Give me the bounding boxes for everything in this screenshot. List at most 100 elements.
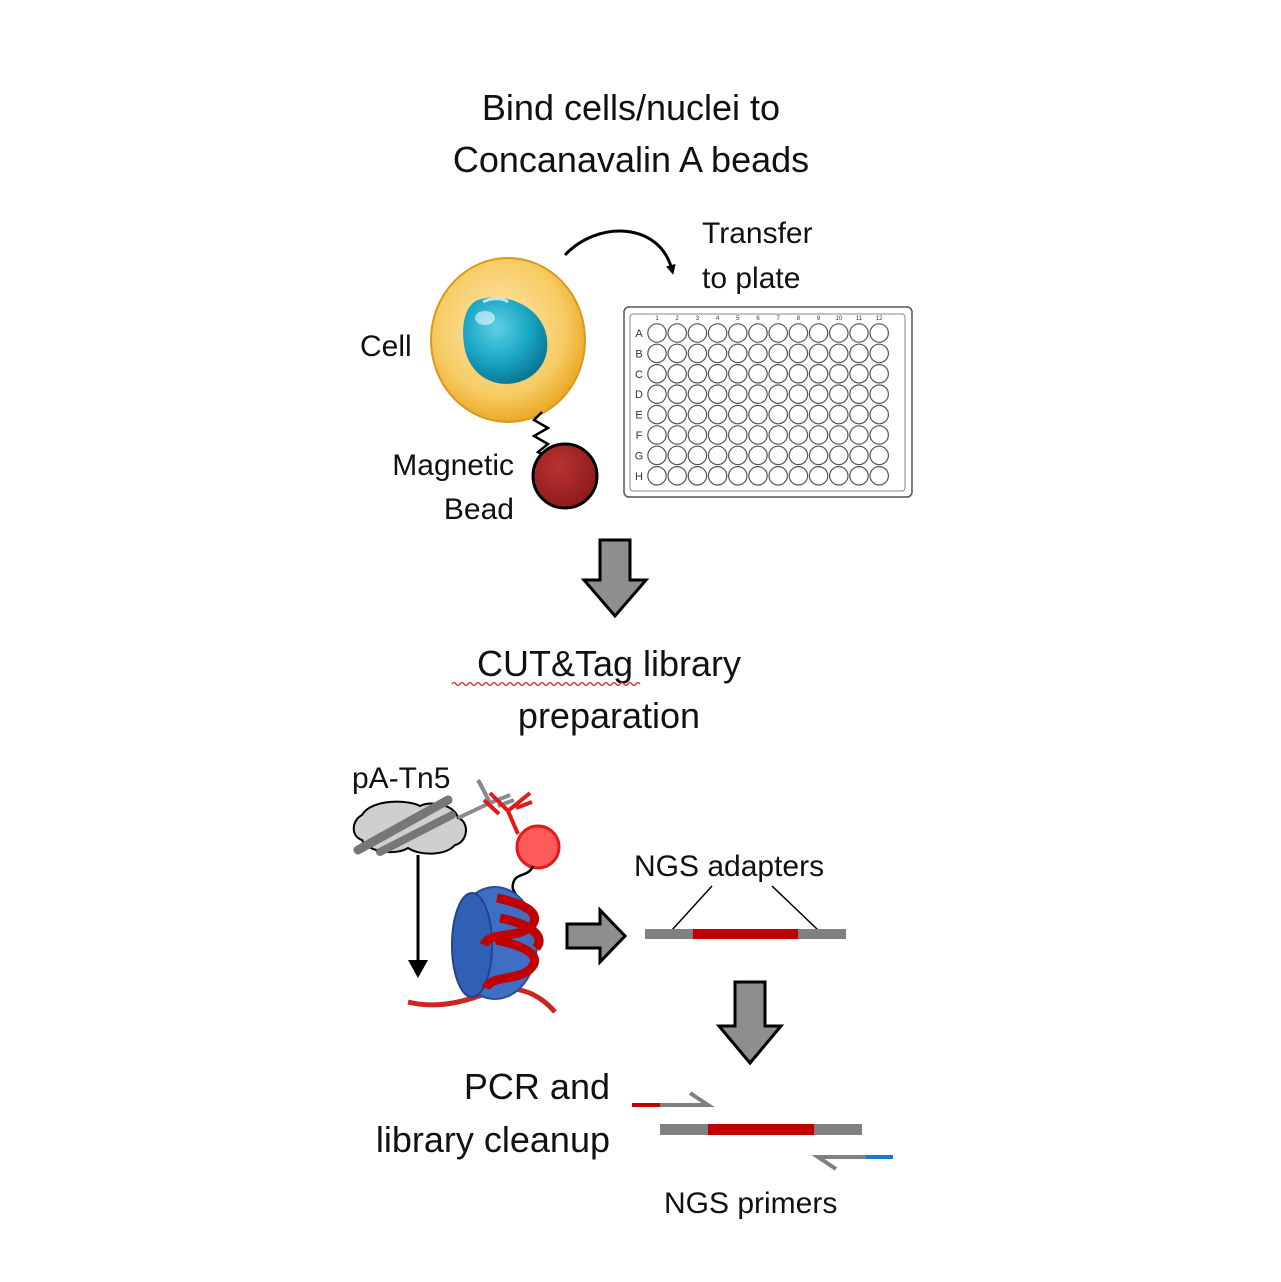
plate-row-label: B [635, 348, 642, 360]
plate-well [849, 363, 869, 384]
plate-well [727, 404, 748, 425]
plate-well [687, 343, 708, 364]
forward-primer [632, 1091, 715, 1107]
plate-column-label: 3 [696, 316, 700, 322]
plate-column-label: 1 [655, 316, 659, 322]
plate-well [828, 404, 849, 425]
plate-well [748, 445, 768, 466]
plate-well [768, 343, 788, 364]
step1-title-line2: Concanavalin A beads [453, 139, 809, 180]
plate-well [667, 384, 687, 404]
plate-column-label: 2 [676, 316, 680, 322]
transfer-label-line1: Transfer [702, 217, 813, 250]
plate-well [768, 445, 788, 466]
plate-well [869, 465, 889, 486]
adapter-pointer-left [671, 885, 713, 931]
plate-well [647, 384, 667, 404]
plate-well [707, 445, 728, 466]
plate-well [869, 425, 889, 445]
plate-well [788, 425, 809, 445]
plate-well [707, 465, 728, 486]
plate-well [707, 404, 728, 425]
plate-well [687, 404, 708, 425]
plate-well [788, 363, 809, 384]
plate-well [828, 323, 849, 343]
nucleosome-icon [407, 886, 557, 1014]
cell-icon [430, 257, 586, 423]
plate-well [687, 465, 708, 486]
plate-well [727, 465, 748, 486]
plate-well [687, 384, 708, 404]
plate-well [667, 465, 687, 486]
down-arrow-2 [715, 980, 785, 1066]
plate-well [849, 445, 869, 466]
plate-column-label: 7 [777, 316, 781, 322]
plate-well [748, 343, 768, 364]
plate-well [768, 323, 788, 343]
cut-arrow-head [408, 960, 428, 978]
plate-well [748, 425, 768, 445]
plate-well [748, 363, 768, 384]
plate-well [727, 425, 748, 445]
plate-well [707, 363, 728, 384]
plate-well [647, 445, 667, 466]
plate-well [647, 425, 667, 445]
plate-well [647, 465, 667, 486]
plate-well [828, 465, 849, 486]
plate-well [707, 343, 728, 364]
plate-well [808, 323, 829, 343]
plate-well [647, 343, 667, 364]
plate-well [667, 445, 687, 466]
plate-well [707, 425, 728, 445]
plate-well [727, 363, 748, 384]
plate-well [808, 363, 829, 384]
plate-well [808, 465, 829, 486]
transfer-label-line2: to plate [702, 262, 800, 295]
plate-well [808, 425, 829, 445]
down-arrow-1 [580, 538, 650, 619]
plate-well [869, 384, 889, 404]
target-protein-icon [515, 824, 561, 870]
plate-row-label: G [635, 450, 644, 462]
plate-well [748, 404, 768, 425]
plate-well [869, 323, 889, 343]
plate-well [667, 343, 687, 364]
plate-column-label: 4 [716, 316, 720, 322]
plate-column-label: 11 [856, 316, 863, 322]
plate-well [828, 343, 849, 364]
plate-well [808, 384, 829, 404]
library-fragment [660, 1124, 862, 1135]
pa-tn5-enzyme-icon [352, 795, 467, 856]
plate-well [647, 404, 667, 425]
plate-well [667, 404, 687, 425]
step2-title-line2: preparation [518, 695, 700, 736]
plate-well [828, 363, 849, 384]
plate-well [707, 323, 728, 343]
plate-well [687, 363, 708, 384]
step2-title-line1: CUT&Tag library [477, 643, 741, 684]
step1-title-line1: Bind cells/nuclei to [482, 87, 780, 128]
transfer-curved-arrow [563, 229, 676, 275]
plate-well [667, 425, 687, 445]
plate-well [647, 363, 667, 384]
plate-well [808, 445, 829, 466]
plate-row-label: D [635, 389, 643, 401]
plate-well [768, 465, 788, 486]
plate-well [768, 363, 788, 384]
plate-well [687, 445, 708, 466]
plate-well [667, 363, 687, 384]
enzyme-label: pA-Tn5 [352, 762, 450, 795]
plate-well [828, 445, 849, 466]
plate-row-label: C [635, 369, 643, 381]
plate-column-label: 12 [876, 316, 883, 322]
plate-well [788, 445, 809, 466]
plate-well [727, 323, 748, 343]
plate-column-label: 6 [756, 316, 760, 322]
plate-row-label: E [635, 410, 642, 422]
plate-well [727, 384, 748, 404]
adapter-pointer-right [771, 885, 819, 931]
plate-row-label: H [635, 471, 643, 483]
plate-well [647, 323, 667, 343]
cell-bead-tether [531, 411, 557, 464]
